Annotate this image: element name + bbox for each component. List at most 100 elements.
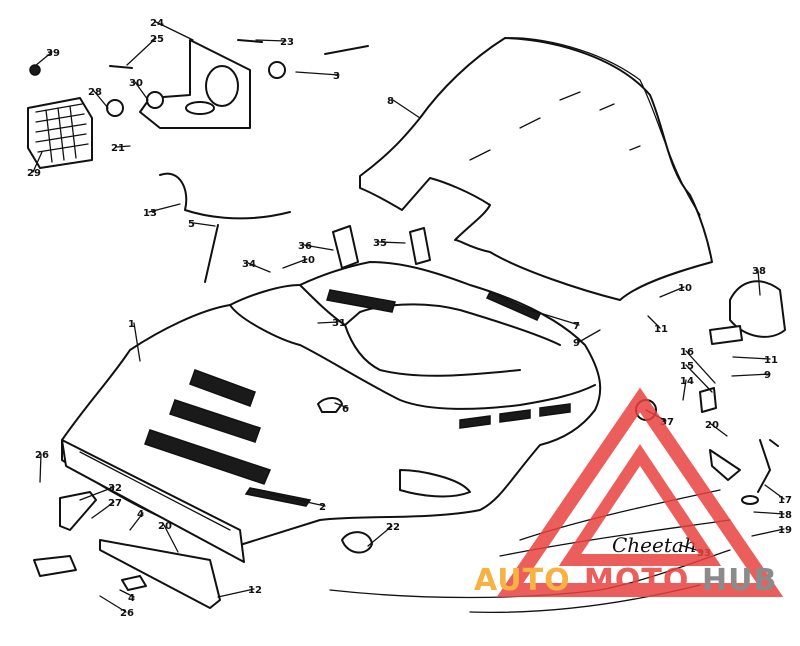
part-number-p32: 32 <box>108 483 122 494</box>
part-number-p2: 2 <box>319 502 326 513</box>
bracket-16 <box>699 387 717 413</box>
washer-18 <box>741 495 759 505</box>
leader-line-p8 <box>392 99 421 119</box>
part-number-p4b: 4 <box>128 593 135 604</box>
leader-line-p4a <box>129 512 144 531</box>
seal-35 <box>409 227 431 265</box>
leader-line-p10b <box>659 286 685 298</box>
part-number-p22: 22 <box>386 522 400 533</box>
leader-line-p38 <box>757 269 761 296</box>
part-number-p39: 39 <box>46 48 60 59</box>
part-number-p11b: 11 <box>764 355 778 366</box>
leader-line-p20b <box>710 423 728 437</box>
leader-line-p17 <box>764 484 785 500</box>
leader-line-p9a <box>578 329 601 343</box>
leader-line-p12 <box>217 588 255 598</box>
part-number-p8: 8 <box>387 96 394 107</box>
part-number-p12: 12 <box>248 585 262 596</box>
nut-39 <box>29 64 41 76</box>
part-number-p9b: 9 <box>764 370 771 381</box>
watermark-auto: AUTO <box>474 563 571 598</box>
leader-line-p26b <box>99 595 127 613</box>
decal-6 <box>317 397 343 413</box>
part-number-p34: 34 <box>242 259 256 270</box>
leader-line-p11a <box>647 315 661 329</box>
part-number-p10b: 10 <box>678 283 692 294</box>
leader-line-p23 <box>255 39 287 42</box>
strip-7 <box>485 291 542 321</box>
part-number-p20b: 20 <box>705 420 719 431</box>
callout-leaders <box>32 21 785 613</box>
part-number-p13: 13 <box>143 208 157 219</box>
leader-line-p35 <box>378 241 406 244</box>
watermark-moto: MOTO <box>584 563 689 598</box>
part-number-p5: 5 <box>188 219 195 230</box>
cheetah-decal: Cheetah <box>612 533 697 557</box>
leader-line-p34 <box>247 262 271 273</box>
part-number-p14: 14 <box>680 376 694 387</box>
part-number-p27: 27 <box>108 498 122 509</box>
watermark: AUTO MOTO HUB <box>474 387 784 598</box>
part-number-p17: 17 <box>778 495 792 506</box>
leader-line-p3 <box>295 71 340 76</box>
part-number-p9a: 9 <box>573 338 580 349</box>
leader-line-p6 <box>334 402 349 409</box>
mirror <box>709 280 786 345</box>
leader-line-p16 <box>685 350 716 384</box>
leader-line-p28 <box>93 90 109 109</box>
part-number-p26b: 26 <box>120 608 134 619</box>
harness-13 <box>159 172 291 220</box>
leader-line-p39 <box>34 51 53 67</box>
leader-line-p30 <box>134 81 149 101</box>
part-number-p26a: 26 <box>35 450 49 461</box>
leader-line-p7 <box>539 312 580 326</box>
leader-line-p2 <box>269 493 326 507</box>
part-number-p20a: 20 <box>158 521 172 532</box>
pin-23 <box>237 39 263 43</box>
leader-line-p4b <box>119 589 135 598</box>
part-number-p6: 6 <box>342 404 349 415</box>
spring-25 <box>109 65 133 69</box>
watermark-hub: HUB <box>702 563 777 598</box>
part-number-p31: 31 <box>332 318 346 329</box>
part-number-p10a: 10 <box>301 255 315 266</box>
leader-line-p20a <box>163 524 179 553</box>
leader-line-p5 <box>193 222 216 227</box>
part-number-p35: 35 <box>373 238 387 249</box>
leader-line-p19 <box>751 528 785 537</box>
leader-line-p36 <box>303 244 334 251</box>
part-number-p15: 15 <box>680 361 694 372</box>
leader-line-p13 <box>148 203 181 213</box>
leader-line-p15 <box>685 364 713 393</box>
bulb-28 <box>106 99 124 117</box>
front-bracket <box>33 491 221 609</box>
part-number-p38: 38 <box>752 266 766 277</box>
part-number-p37: 37 <box>660 417 674 428</box>
leader-line-p10a <box>282 258 308 269</box>
part-number-p21: 21 <box>111 143 125 154</box>
part-number-p23: 23 <box>280 37 294 48</box>
part-number-p30: 30 <box>129 78 143 89</box>
watermark-triangle <box>496 387 784 597</box>
part-number-p3: 3 <box>333 71 340 82</box>
socket-30 <box>146 91 164 109</box>
leader-line-p11b <box>732 356 771 360</box>
part-number-p7: 7 <box>573 321 580 332</box>
part-number-p24: 24 <box>150 18 164 29</box>
part-number-p36: 36 <box>298 241 312 252</box>
leader-line-p27 <box>91 501 115 519</box>
leader-line-p24 <box>155 21 194 41</box>
part-number-p28: 28 <box>88 87 102 98</box>
decal-22 <box>341 531 373 554</box>
leader-line-p31 <box>317 321 339 324</box>
leader-line-p21 <box>116 145 131 148</box>
leader-line-p9b <box>731 373 771 377</box>
cable-5 <box>204 224 219 283</box>
leader-line-p29 <box>32 151 43 173</box>
part-number-p19: 19 <box>778 525 792 536</box>
leader-line-p1 <box>133 322 141 362</box>
leader-line-p26a <box>39 453 42 483</box>
part-number-p25: 25 <box>150 34 164 45</box>
